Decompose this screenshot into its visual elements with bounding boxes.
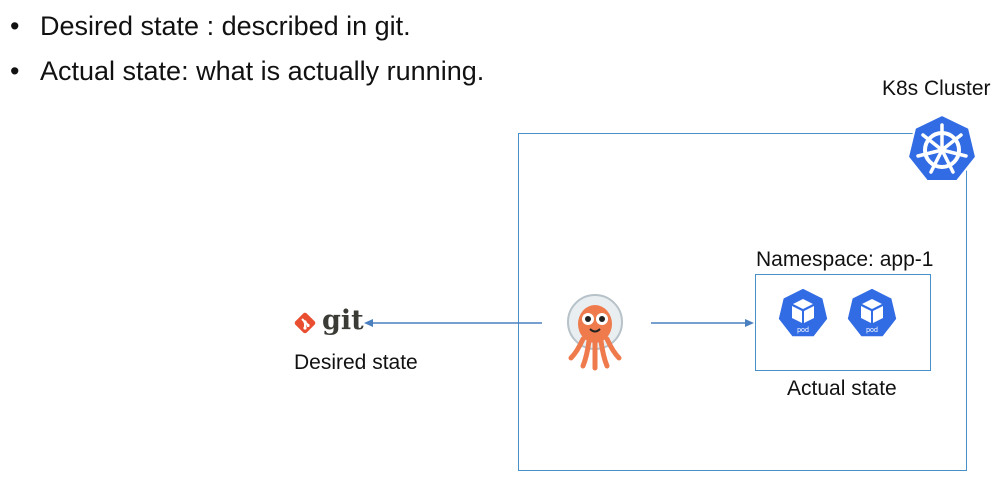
git-logo-icon xyxy=(294,312,316,334)
bullet-desired: •Desired state : described in git. xyxy=(10,11,411,41)
sync-arrows xyxy=(364,319,754,327)
actual-state-label: Actual state xyxy=(787,377,897,400)
desired-state-label: Desired state xyxy=(294,351,418,374)
pod-label-2: pod xyxy=(866,327,878,334)
pod-icon: pod xyxy=(777,287,829,338)
bullet-actual-text: Actual state: what is actually running. xyxy=(40,56,485,86)
pod-label-1: pod xyxy=(797,327,809,334)
arrow-to-git-head xyxy=(364,319,373,327)
git-logo-text: git xyxy=(322,305,364,336)
pod-icon: pod xyxy=(846,287,898,338)
k8s-cluster-label: K8s Cluster xyxy=(882,77,991,100)
kubernetes-helm-icon xyxy=(906,113,978,182)
argo-octopus-icon xyxy=(567,294,623,371)
namespace-label: Namespace: app-1 xyxy=(756,248,934,271)
bullet-actual: •Actual state: what is actually running. xyxy=(10,56,485,86)
k8s-cluster-box xyxy=(518,133,967,471)
bullet-list: •Desired state : described in git. •Actu… xyxy=(10,4,484,94)
namespace-box xyxy=(755,274,931,371)
arrow-to-namespace-head xyxy=(745,319,754,327)
bullet-desired-text: Desired state : described in git. xyxy=(40,11,411,41)
